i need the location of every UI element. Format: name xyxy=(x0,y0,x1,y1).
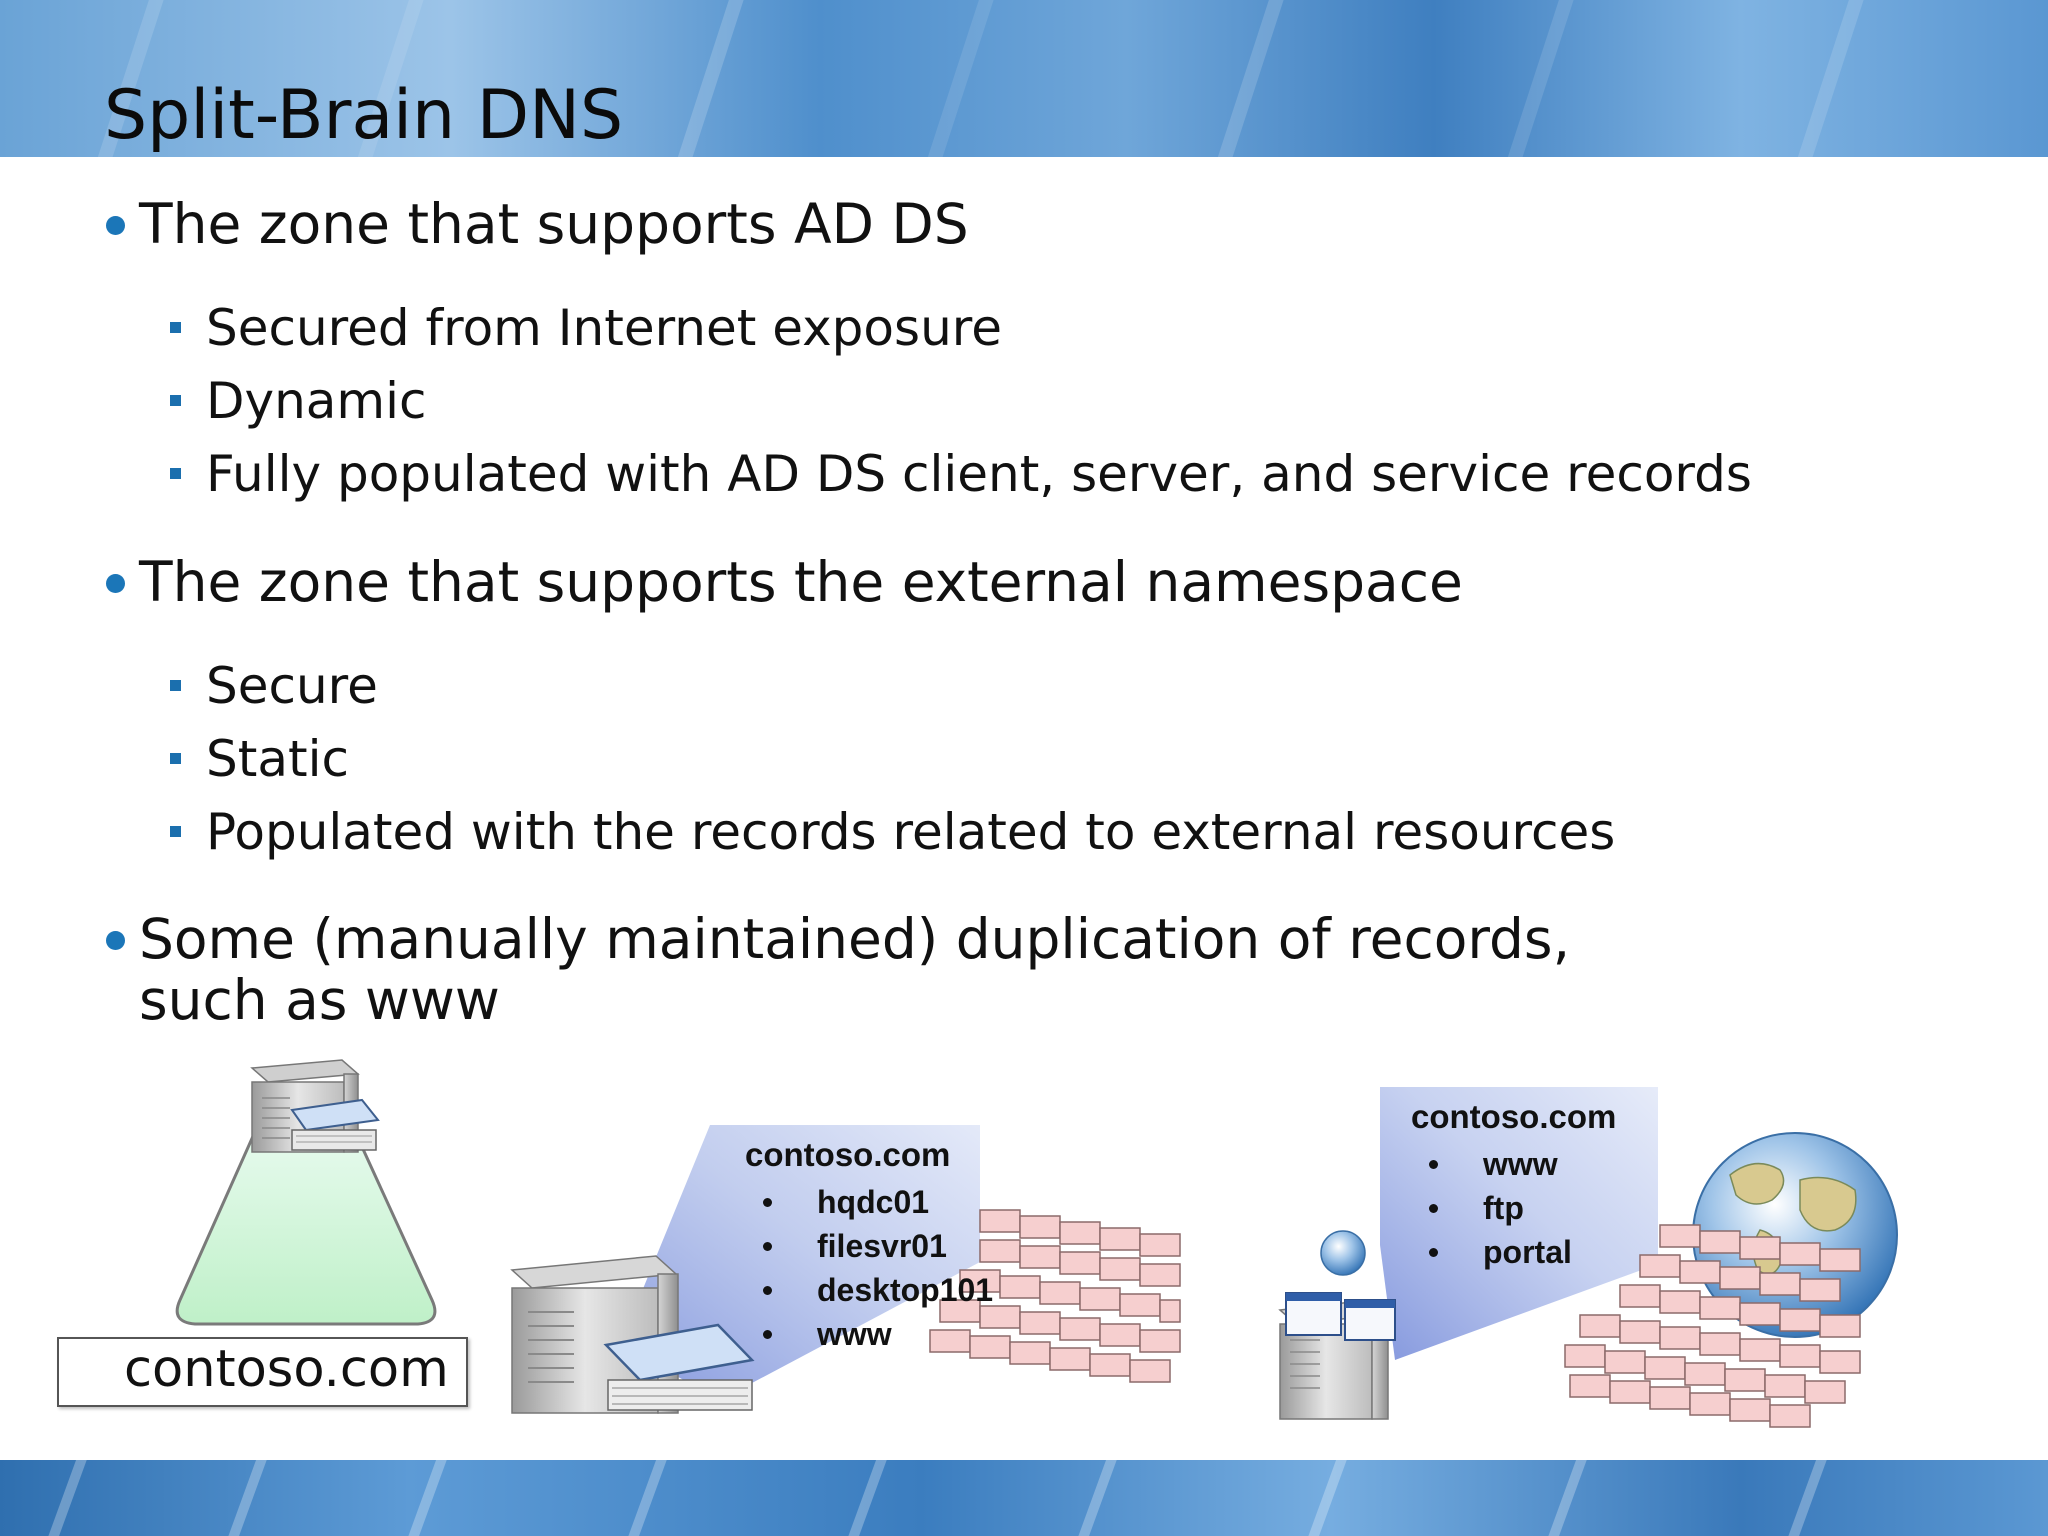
bullet-square-icon xyxy=(170,826,181,837)
bullet-text-line-1: Some (manually maintained) duplication o… xyxy=(139,907,1571,971)
bullet-duplication: Some (manually maintained) duplication o… xyxy=(106,907,1570,1032)
bullet-square-icon xyxy=(170,395,181,406)
external-zone-callout: contoso.com www ftp portal xyxy=(1411,1098,1616,1274)
record-name: desktop101 xyxy=(817,1272,994,1308)
internal-record-list: hqdc01 filesvr01 desktop101 www xyxy=(745,1180,993,1356)
sub-bullet-text: Dynamic xyxy=(206,372,427,430)
sub-bullet-text: Static xyxy=(206,730,349,788)
record-item: ftp xyxy=(1411,1186,1616,1230)
record-item: hqdc01 xyxy=(745,1180,993,1224)
bullet-dot-icon xyxy=(106,216,125,235)
bullet-dot-icon xyxy=(763,1197,772,1207)
bullet-dot-icon xyxy=(763,1241,772,1251)
zone-label-box xyxy=(57,1337,468,1407)
bullet-dot-icon xyxy=(763,1329,772,1339)
bullet-square-icon xyxy=(170,322,181,333)
bullet-dot-icon xyxy=(106,574,125,593)
sub-bullet: Static xyxy=(170,729,349,789)
sub-bullet-text: Secured from Internet exposure xyxy=(206,299,1002,357)
record-item: filesvr01 xyxy=(745,1224,993,1268)
bullet-text: The zone that supports the external name… xyxy=(139,550,1463,614)
sub-bullet-text: Fully populated with AD DS client, serve… xyxy=(206,445,1752,503)
sub-bullet: Secured from Internet exposure xyxy=(170,298,1002,358)
dns-server-icon xyxy=(250,1059,380,1153)
bullet-external-zone: The zone that supports the external name… xyxy=(106,550,1463,614)
zone-triangle-graphic xyxy=(175,1123,437,1326)
bullet-dot-icon xyxy=(1429,1247,1438,1257)
sub-bullet: Secure xyxy=(170,656,378,716)
bullet-dot-icon xyxy=(106,931,125,950)
record-name: hqdc01 xyxy=(817,1184,930,1220)
record-item: desktop101 xyxy=(745,1268,993,1312)
sub-bullet: Dynamic xyxy=(170,371,427,431)
internal-zone-callout: contoso.com hqdc01 filesvr01 desktop101 … xyxy=(745,1136,993,1356)
external-callout-beam xyxy=(1380,1087,1658,1360)
bullet-ad-ds-zone: The zone that supports AD DS xyxy=(106,192,969,256)
bullet-text: The zone that supports AD DS xyxy=(139,192,969,256)
record-name: www xyxy=(817,1316,892,1352)
zone-label: contoso.com xyxy=(124,1340,449,1399)
external-firewall-icon xyxy=(1564,1224,1861,1428)
sub-bullet: Fully populated with AD DS client, serve… xyxy=(170,444,1752,504)
record-name: ftp xyxy=(1483,1190,1524,1226)
bullet-square-icon xyxy=(170,753,181,764)
record-name: portal xyxy=(1483,1234,1572,1270)
internal-firewall-icon xyxy=(929,1209,1181,1383)
bullet-dot-icon xyxy=(1429,1203,1438,1213)
external-callout-title: contoso.com xyxy=(1411,1098,1617,1135)
sub-bullet: Populated with the records related to ex… xyxy=(170,802,1615,862)
internal-dns-server-icon xyxy=(510,1255,755,1414)
header-banner xyxy=(0,0,2048,157)
record-name: www xyxy=(1483,1146,1558,1182)
sub-bullet-text: Secure xyxy=(206,657,378,715)
external-record-list: www ftp portal xyxy=(1411,1142,1616,1274)
bullet-square-icon xyxy=(170,680,181,691)
record-item: www xyxy=(745,1312,993,1356)
internal-callout-title: contoso.com xyxy=(745,1136,951,1173)
footer-banner xyxy=(0,1460,2048,1536)
sub-bullet-text: Populated with the records related to ex… xyxy=(206,803,1616,861)
bullet-text-line-2: such as www xyxy=(139,968,500,1032)
record-name: filesvr01 xyxy=(817,1228,947,1264)
external-web-server-icon xyxy=(1278,1230,1396,1420)
record-item: www xyxy=(1411,1142,1616,1186)
bullet-dot-icon xyxy=(763,1285,772,1295)
record-item: portal xyxy=(1411,1230,1616,1274)
bullet-dot-icon xyxy=(1429,1159,1438,1169)
slide-title: Split-Brain DNS xyxy=(104,76,624,155)
bullet-square-icon xyxy=(170,468,181,479)
